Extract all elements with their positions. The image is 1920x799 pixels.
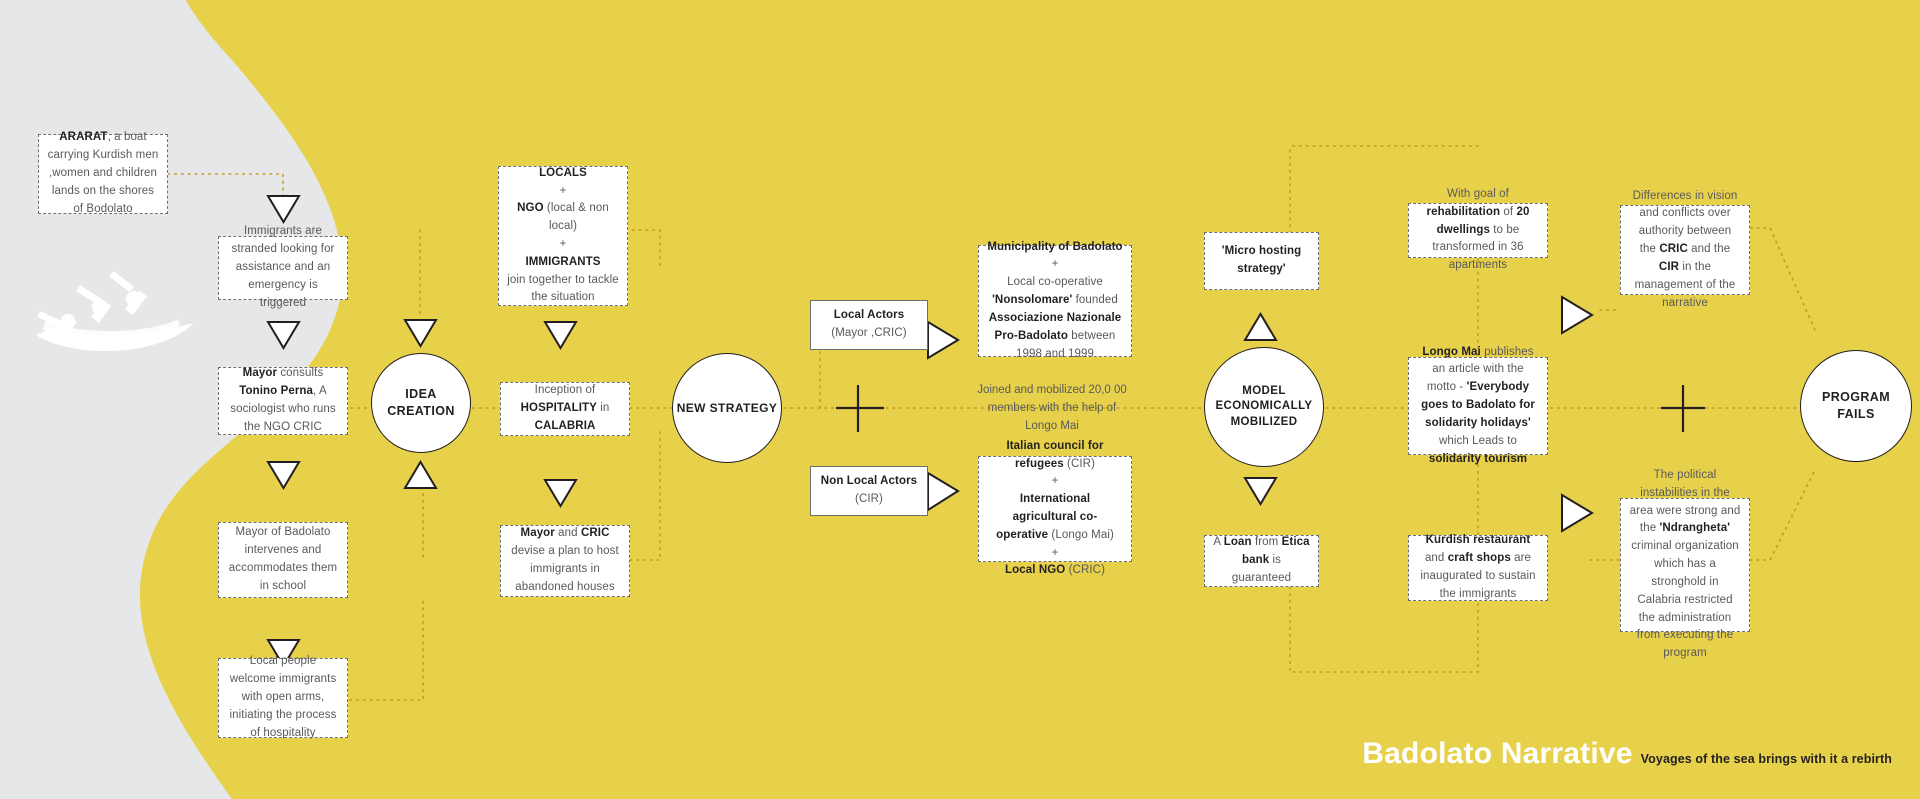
node-ararat[interactable]: ARARAT, a boat carrying Kurdish men ,wom… [38, 131, 168, 215]
hub-new-strategy[interactable]: NEW STRATEGY [672, 353, 782, 463]
node-etica-loan[interactable]: A Loan from Etica bank is guaranteed [1204, 535, 1319, 587]
node-local-people-welcome-text: Local people welcome immigrants with ope… [229, 655, 337, 739]
node-rehabilitation-dwellings[interactable]: With goal of rehabilitation of 20 dwelli… [1408, 188, 1548, 271]
page-subtitle: Voyages of the sea brings with it a rebi… [1640, 752, 1892, 766]
node-ararat-text: ARARAT, a boat carrying Kurdish men ,wom… [47, 131, 159, 215]
node-micro-hosting-strategy[interactable]: 'Micro hosting strategy' [1204, 232, 1319, 290]
node-political-instabilities-text: The political instabilities in the area … [1629, 469, 1741, 660]
node-longo-mai-article-text: Longo Mai publishes an article with the … [1421, 345, 1535, 465]
node-etica-loan-text: A Loan from Etica bank is guaranteed [1213, 536, 1310, 584]
title-block: Badolato Narrative Voyages of the sea br… [1362, 737, 1892, 771]
node-mayor-consults-tonino[interactable]: Mayor consults Tonino Perna, A sociologi… [218, 367, 348, 435]
node-municipality-badolato-text: Municipality of Badolato+Local co-operat… [987, 240, 1123, 360]
node-immigrants-stranded[interactable]: Immigrants are stranded looking for assi… [218, 225, 348, 309]
node-non-local-actors-text: Non Local Actors(CIR) [820, 475, 918, 505]
node-rehabilitation-dwellings-text: With goal of rehabilitation of 20 dwelli… [1426, 187, 1530, 272]
boat-with-people-icon [36, 271, 193, 351]
node-non-local-actors[interactable]: Non Local Actors(CIR) [810, 466, 928, 516]
node-differences-vision[interactable]: Differences in vision and conflicts over… [1620, 190, 1750, 309]
node-kurdish-restaurant-text: Kurdish restaurant and craft shops are i… [1420, 534, 1536, 600]
label-joined-mobilized: Joined and mobilized 20,0 00 members wit… [972, 382, 1132, 435]
node-local-actors[interactable]: Local Actors(Mayor ,CRIC) [810, 300, 928, 350]
node-local-people-welcome[interactable]: Local people welcome immigrants with ope… [218, 655, 348, 739]
node-micro-hosting-strategy-text: 'Micro hosting strategy' [1221, 245, 1302, 275]
page-title: Badolato Narrative [1362, 737, 1633, 770]
node-inception-hospitality-text: Inception of HOSPITALITY in CALABRIA [520, 384, 610, 432]
node-local-actors-text: Local Actors(Mayor ,CRIC) [831, 309, 907, 339]
node-kurdish-restaurant[interactable]: Kurdish restaurant and craft shops are i… [1408, 534, 1548, 601]
node-inception-hospitality[interactable]: Inception of HOSPITALITY in CALABRIA [500, 382, 630, 436]
node-mayor-cric-plan[interactable]: Mayor and CRIC devise a plan to host imm… [500, 525, 630, 597]
node-mayor-cric-plan-text: Mayor and CRIC devise a plan to host imm… [511, 527, 619, 593]
node-political-instabilities[interactable]: The political instabilities in the area … [1620, 469, 1750, 659]
node-mayor-school[interactable]: Mayor of Badolato intervenes and accommo… [218, 522, 348, 598]
node-immigrants-stranded-text: Immigrants are stranded looking for assi… [231, 225, 335, 309]
node-mayor-consults-text: Mayor consults Tonino Perna, A sociologi… [230, 367, 336, 433]
node-italian-council-refugees-text: Italian council for refugees (CIR)+Inter… [996, 439, 1114, 577]
node-mayor-school-text: Mayor of Badolato intervenes and accommo… [228, 526, 338, 592]
node-municipality-badolato[interactable]: Municipality of Badolato+Local co-operat… [978, 241, 1132, 360]
hub-new-strategy-label: NEW STRATEGY [676, 400, 778, 415]
node-locals-ngo-immigrants-text: LOCALS+NGO (local & non local)+IMMIGRANT… [507, 166, 619, 304]
node-longo-mai-article[interactable]: Longo Mai publishes an article with the … [1408, 346, 1548, 465]
node-locals-ngo-immigrants[interactable]: LOCALS+NGO (local & non local)+IMMIGRANT… [498, 166, 628, 306]
label-joined-mobilized-text: Joined and mobilized 20,0 00 members wit… [977, 384, 1127, 432]
node-italian-council-refugees[interactable]: Italian council for refugees (CIR)+Inter… [978, 440, 1132, 576]
node-differences-vision-text: Differences in vision and conflicts over… [1632, 189, 1738, 309]
